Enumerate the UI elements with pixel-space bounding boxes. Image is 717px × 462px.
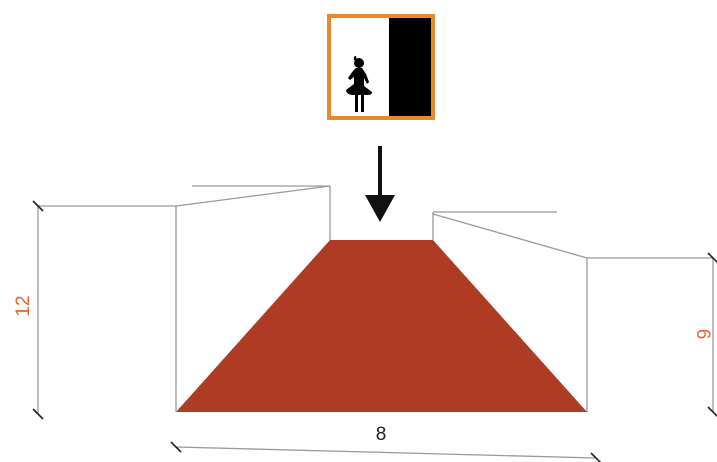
bottom-width-label: 8 xyxy=(376,424,387,445)
room-outline xyxy=(37,185,714,459)
silhouette-figure-icon xyxy=(346,56,372,112)
dimension-ticks xyxy=(32,200,717,462)
framed-picture xyxy=(327,14,435,120)
down-arrow-icon xyxy=(365,146,395,222)
trapezoid-floor xyxy=(176,240,587,412)
right-height-label: 6 xyxy=(692,329,713,340)
left-height-label: 12 xyxy=(13,295,34,316)
dark-door-panel xyxy=(389,18,431,116)
